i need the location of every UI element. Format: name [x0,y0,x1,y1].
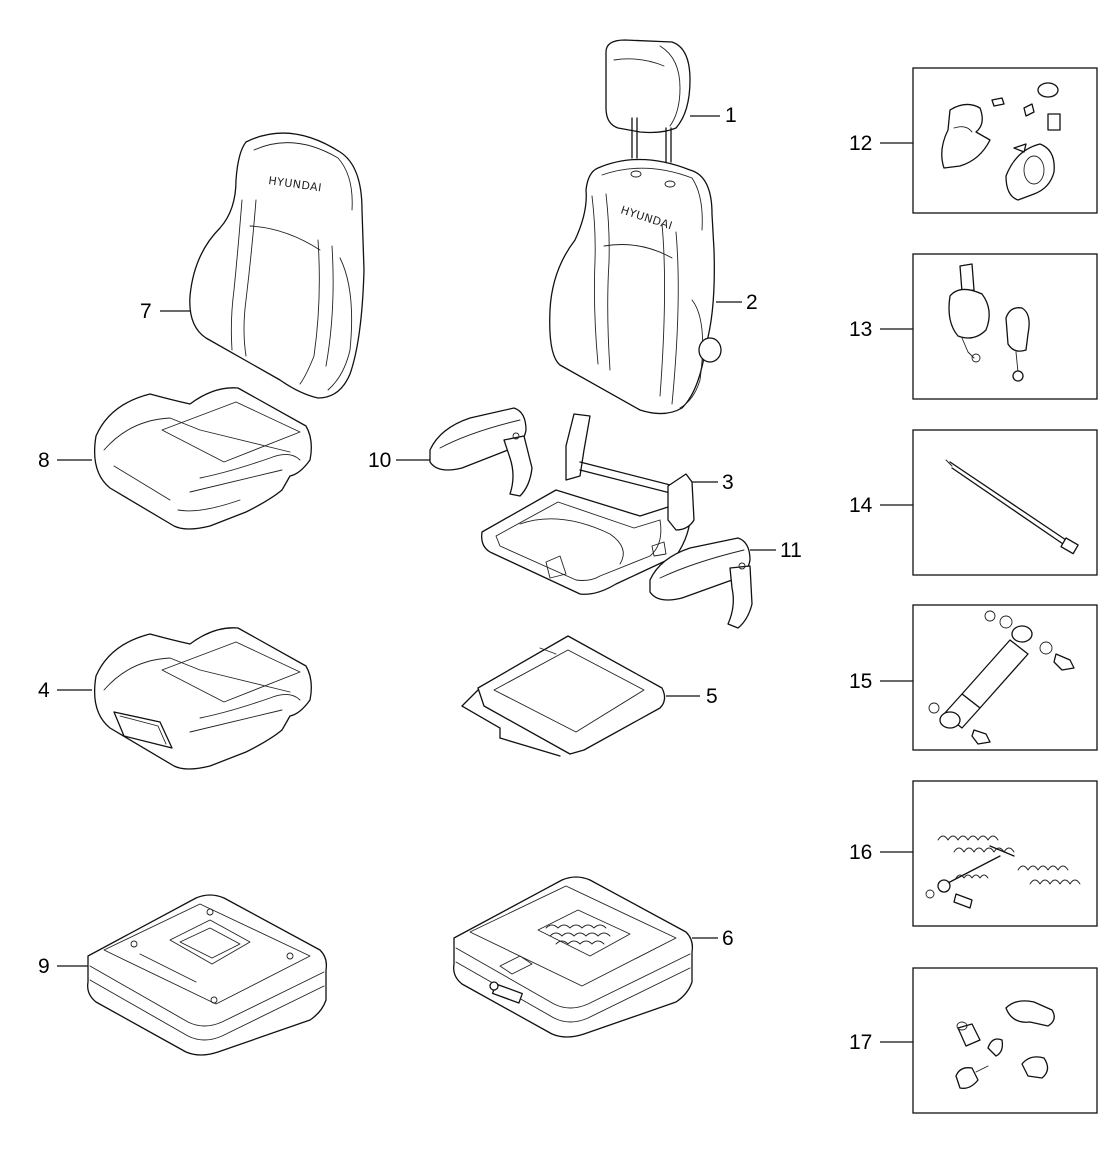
callout-7: 7 [140,300,152,323]
part-small-fittings[interactable] [955,1000,1055,1089]
callout-11: 11 [780,539,802,562]
part-trim-covers[interactable] [941,82,1061,201]
panel-13 [912,253,1098,400]
part-seat-base[interactable] [87,894,328,1056]
callout-15: 15 [849,670,872,693]
callout-5: 5 [706,685,718,708]
panel-14 [912,429,1098,576]
callout-10: 10 [368,449,391,472]
callout-2: 2 [746,291,758,314]
callout-8: 8 [38,449,50,472]
part-suspension[interactable] [453,876,694,1038]
callout-1: 1 [725,104,737,127]
part-slide-rail[interactable] [461,635,666,757]
callout-17: 17 [849,1031,872,1054]
callout-6: 6 [722,927,734,950]
callout-12: 12 [849,132,872,155]
callout-9: 9 [38,955,50,978]
callout-3: 3 [722,471,734,494]
callout-13: 13 [849,318,872,341]
panel-16 [912,780,1098,927]
part-seat-belt[interactable] [948,263,1030,382]
part-headrest[interactable] [605,39,691,163]
part-shock-absorber[interactable] [928,610,1075,745]
callout-14: 14 [849,494,873,517]
part-seat-back[interactable]: HYUNDAI [549,158,722,415]
callout-16: 16 [849,841,872,864]
part-armrest-right[interactable] [649,537,753,629]
part-springs-kit[interactable] [925,835,1081,909]
part-cable[interactable] [945,459,1079,555]
panel-12 [912,67,1098,214]
part-seat-back-cover[interactable]: HYUNDAI [189,132,365,399]
part-seat-cushion-cover[interactable] [93,387,312,530]
panel-17 [912,967,1098,1114]
part-armrest-left[interactable] [429,407,533,497]
part-seat-cushion[interactable] [93,627,312,770]
spring-coils [545,924,611,945]
part-seat-frame[interactable] [481,413,695,595]
callout-4: 4 [38,679,50,702]
